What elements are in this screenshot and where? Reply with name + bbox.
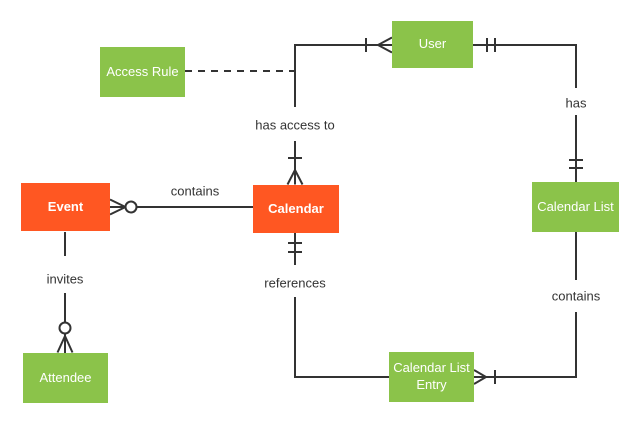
relationship-label-references: references — [264, 275, 326, 291]
entity-event-label: Event — [47, 198, 84, 214]
double-tick-icon — [486, 38, 496, 52]
zero-cardinality-circle-icon — [124, 200, 138, 214]
entity-user[interactable]: User — [392, 21, 473, 68]
connector-references-calendar-entry — [288, 233, 389, 378]
relationship-label-invites: invites — [46, 271, 84, 287]
connector-line — [294, 233, 389, 378]
relationship-label-contains-event: contains — [170, 183, 220, 199]
crow-foot-many-icon — [286, 169, 304, 185]
entity-attendee-label: Attendee — [39, 369, 92, 385]
entity-calendar-list-label: Calendar List — [537, 198, 614, 214]
entity-calendar[interactable]: Calendar — [253, 185, 339, 233]
relationship-label-has: has — [565, 95, 587, 111]
relationship-label-has-access-to: has access to — [255, 117, 335, 133]
relationship-label-contains-list: contains — [551, 288, 601, 304]
double-tick-icon — [288, 242, 302, 253]
entity-calendar-list-entry-label: Calendar List Entry — [393, 360, 470, 392]
double-tick-icon — [569, 159, 583, 169]
crow-foot-many-icon — [377, 36, 393, 54]
entity-user-label: User — [418, 36, 447, 52]
connector-has-user-calendar-list — [473, 38, 583, 182]
entity-calendar-list-entry[interactable]: Calendar List Entry — [389, 352, 474, 402]
connector-line — [56, 232, 74, 353]
connector-contains-list-entry — [473, 232, 577, 385]
connector-invites-event-attendee — [56, 232, 74, 353]
connector-line — [294, 44, 392, 185]
zero-cardinality-circle-icon — [58, 321, 72, 335]
crow-foot-many-icon — [109, 198, 126, 216]
entity-calendar-list[interactable]: Calendar List — [532, 182, 619, 232]
entity-access-rule[interactable]: Access Rule — [100, 47, 185, 97]
entity-event[interactable]: Event — [21, 183, 110, 231]
connector-line — [473, 44, 577, 182]
entity-access-rule-label: Access Rule — [106, 63, 179, 79]
connector-has-access-to-user-calendar — [286, 36, 393, 185]
entity-attendee[interactable]: Attendee — [23, 353, 108, 403]
connector-contains-calendar-event — [109, 198, 253, 216]
entity-calendar-label: Calendar — [268, 200, 324, 216]
connector-line — [474, 232, 577, 378]
crow-foot-many-icon — [473, 369, 487, 385]
